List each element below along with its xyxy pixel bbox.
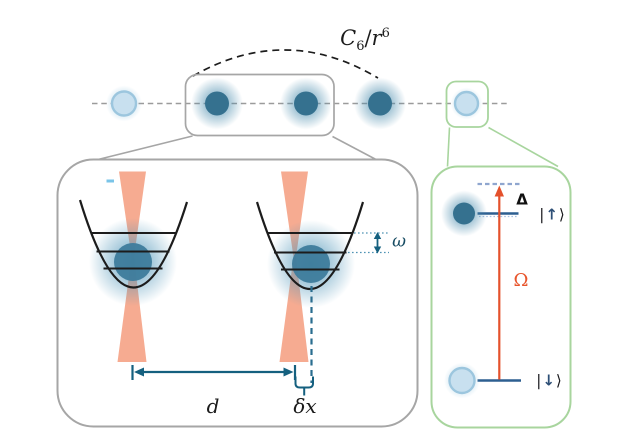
ket-up-label: |↑⟩ xyxy=(539,205,565,224)
cyan-mark xyxy=(106,179,114,183)
level-atom-down xyxy=(444,362,480,399)
displacement-bracket xyxy=(294,376,314,396)
chain-atom-excited-3 xyxy=(354,77,406,130)
atom-core xyxy=(205,91,229,116)
arrowhead-right xyxy=(283,367,294,377)
atom-core xyxy=(110,90,138,117)
chain-atom-ground-left xyxy=(106,85,142,122)
leader-line-gray-left xyxy=(97,135,193,161)
potential-well-left xyxy=(78,199,189,289)
interaction-var-sup: 6 xyxy=(381,25,390,41)
atom-core xyxy=(453,90,480,117)
ket-down-bracket: ⟩ xyxy=(555,371,562,390)
interaction-slash: / xyxy=(364,25,372,50)
interaction-label: C6/r6 xyxy=(340,27,390,53)
ket-up-bracket: ⟩ xyxy=(558,205,565,224)
zoom-source-box-levels xyxy=(445,80,489,128)
ket-down-bar: | xyxy=(536,371,542,390)
displacement-label: δx xyxy=(293,394,317,418)
zoom-source-box-tweezers xyxy=(184,73,335,137)
chain-atom-ground-right xyxy=(450,87,483,120)
detuning-label: Δ xyxy=(516,190,528,209)
down-arrow-glyph: ↓ xyxy=(542,371,555,390)
atom-core xyxy=(294,91,318,116)
chain-atom-excited-2 xyxy=(280,77,332,130)
ket-down-label: |↓⟩ xyxy=(536,371,562,390)
well-atom-left-core xyxy=(114,243,152,281)
omega-arrowhead-down xyxy=(373,246,382,254)
well-curve xyxy=(78,199,189,289)
atom-core xyxy=(453,202,475,225)
interaction-coef: C xyxy=(340,25,357,50)
ket-up-bar: | xyxy=(539,205,545,224)
interaction-var: r xyxy=(371,25,382,50)
rabi-arrowhead xyxy=(494,185,504,197)
rabi-frequency-label: Ω xyxy=(513,270,529,291)
interaction-arc xyxy=(192,49,379,79)
leader-line-green-left xyxy=(446,127,451,167)
level-atom-up xyxy=(441,190,487,237)
potential-well-right xyxy=(255,201,365,290)
trap-frequency-annotation xyxy=(348,232,389,254)
well-atom-right-core xyxy=(292,245,330,283)
atom-core xyxy=(448,366,476,395)
atom-core xyxy=(368,91,392,116)
leader-line-green-right xyxy=(488,126,559,168)
omega-arrowhead-up xyxy=(373,232,382,239)
well-curve xyxy=(255,201,365,290)
arrowhead-left xyxy=(134,367,144,377)
up-arrow-glyph: ↑ xyxy=(545,205,558,224)
leader-line-gray-right xyxy=(332,135,377,161)
chain-atom-excited-1 xyxy=(191,77,243,130)
trap-frequency-label: ω xyxy=(392,231,406,252)
distance-arrow xyxy=(131,365,297,380)
interaction-coef-sub: 6 xyxy=(356,39,365,55)
trap-distance-label: d xyxy=(206,394,220,418)
